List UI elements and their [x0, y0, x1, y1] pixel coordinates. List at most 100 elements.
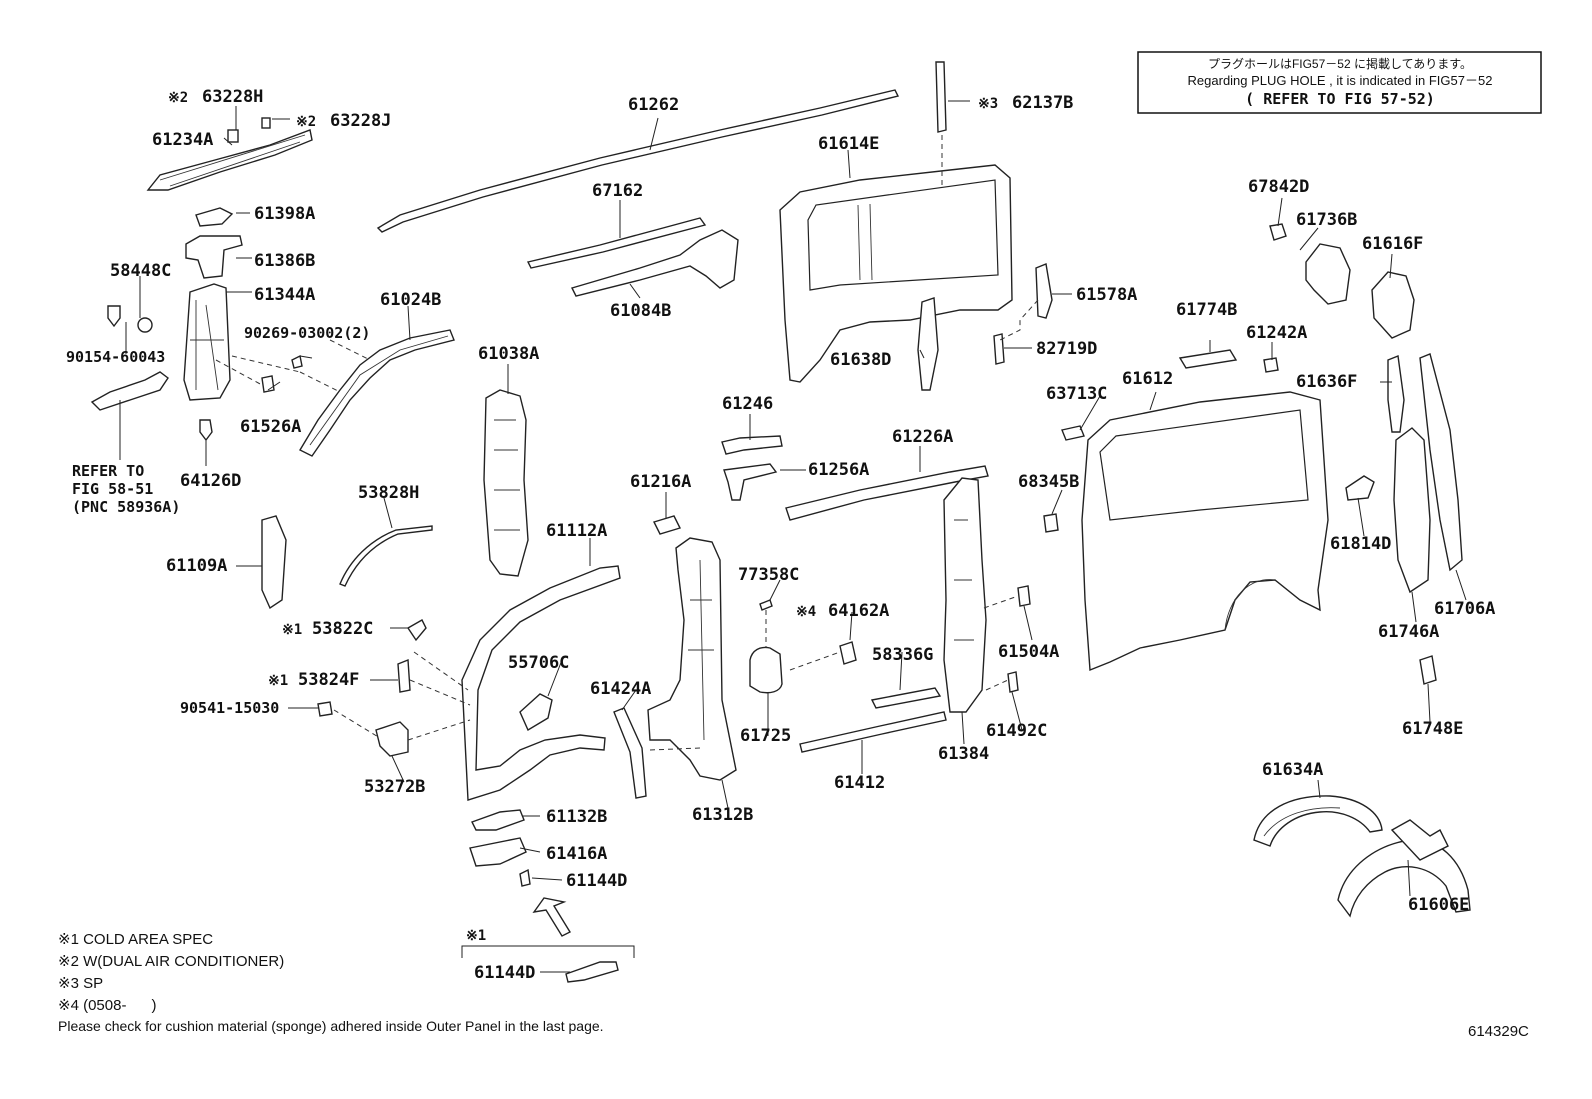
label-61638D: 61638D	[830, 350, 891, 370]
refer-note-line3: (PNC 58936A)	[72, 498, 180, 516]
part-61144D-1-drawing	[519, 868, 531, 887]
part-61412-drawing	[799, 711, 947, 753]
label-61226A: 61226A	[892, 427, 953, 447]
reference-box-refer: ( REFER TO FIG 57-52)	[1245, 90, 1435, 108]
part-58336G-drawing	[870, 687, 942, 709]
part-61234A-drawing	[146, 117, 313, 191]
part-67842D-drawing	[1269, 223, 1287, 241]
part-61226A-drawing	[785, 465, 989, 521]
label-61748E: 61748E	[1402, 719, 1463, 739]
label-64162A: 64162A	[828, 601, 889, 621]
label-55706C: 55706C	[508, 653, 569, 673]
label-61384: 61384	[938, 744, 989, 764]
reference-box-en: Regarding PLUG HOLE , it is indicated in…	[1188, 73, 1493, 88]
part-82719D-drawing	[993, 333, 1005, 365]
mark-1a: ※1	[282, 622, 302, 638]
part-61725-drawing	[749, 646, 783, 694]
part-53272B-drawing	[375, 721, 409, 757]
part-53824F-drawing	[397, 658, 411, 693]
label-61112A: 61112A	[546, 521, 607, 541]
part-58448C-drawing	[137, 317, 153, 333]
label-61084B: 61084B	[610, 301, 671, 321]
label-61038A: 61038A	[478, 344, 539, 364]
legend-sponge-note: Please check for cushion material (spong…	[58, 1018, 604, 1034]
label-61109A: 61109A	[166, 556, 227, 576]
label-90541: 90541-15030	[180, 699, 279, 717]
leader-lines	[125, 100, 1467, 973]
part-53822C-drawing	[407, 619, 427, 642]
part-64126D-drawing	[199, 419, 213, 442]
part-90541-drawing	[317, 701, 333, 717]
label-61504A: 61504A	[998, 642, 1059, 662]
label-63228J: 63228J	[330, 111, 391, 131]
part-61084B-drawing	[570, 229, 739, 297]
part-61736B-drawing	[1305, 243, 1351, 305]
part-67162-drawing	[526, 217, 707, 269]
part-61814D-drawing	[1345, 475, 1375, 501]
label-61578A: 61578A	[1076, 285, 1137, 305]
label-53828H: 53828H	[358, 483, 419, 503]
label-68345B: 68345B	[1018, 472, 1079, 492]
part-63713C-drawing	[1061, 425, 1085, 441]
part-61144D-2-drawing	[565, 961, 619, 983]
part-61634A-drawing	[1253, 795, 1383, 847]
label-61144D-1: 61144D	[566, 871, 627, 891]
label-61526A: 61526A	[240, 417, 301, 437]
part-61242A-drawing	[1263, 357, 1279, 373]
label-53822C: 53822C	[312, 619, 373, 639]
label-63228H: 63228H	[202, 87, 263, 107]
part-61638D-drawing	[917, 297, 939, 391]
legend-sp: ※3 SP	[58, 975, 103, 992]
label-64126D: 64126D	[180, 471, 241, 491]
legend: ※1 COLD AREA SPEC ※2 W(DUAL AIR CONDITIO…	[58, 931, 604, 1034]
part-61112A-drawing	[461, 565, 621, 801]
part-77358C-drawing	[759, 599, 773, 611]
label-61246: 61246	[722, 394, 773, 414]
label-61706A: 61706A	[1434, 599, 1495, 619]
part-61748E-drawing	[1419, 655, 1437, 685]
refer-note-line2: FIG 58-51	[72, 480, 153, 498]
label-61398A: 61398A	[254, 204, 315, 224]
label-63713C: 63713C	[1046, 384, 1107, 404]
part-61416A-drawing	[469, 837, 527, 867]
label-90154: 90154-60043	[66, 348, 165, 366]
part-61636F-drawing	[1387, 355, 1405, 433]
arrow-drawing	[532, 897, 571, 937]
label-61634A: 61634A	[1262, 760, 1323, 780]
label-61132B: 61132B	[546, 807, 607, 827]
part-61578A-drawing	[1035, 263, 1053, 319]
part-61612-drawing	[1081, 391, 1329, 672]
part-61216A-drawing	[653, 515, 681, 535]
label-67162: 67162	[592, 181, 643, 201]
label-53824F: 53824F	[298, 670, 359, 690]
label-61725: 61725	[740, 726, 791, 746]
label-61746A: 61746A	[1378, 622, 1439, 642]
reference-box: プラグホールはFIG57－52 に掲載してあります。 Regarding PLU…	[1137, 51, 1542, 114]
part-55706C-drawing	[519, 693, 553, 732]
label-61386B: 61386B	[254, 251, 315, 271]
mark-2b: ※2	[296, 114, 316, 130]
part-61424A-drawing	[613, 707, 647, 799]
part-58936A-drawing	[90, 371, 169, 411]
label-61616F: 61616F	[1362, 234, 1423, 254]
label-67842D: 67842D	[1248, 177, 1309, 197]
label-61814D: 61814D	[1330, 534, 1391, 554]
part-61746A-drawing	[1393, 427, 1431, 594]
part-61344A-drawing	[183, 283, 231, 401]
cold-area-bracket	[461, 945, 635, 958]
part-61492C-drawing	[1007, 671, 1019, 693]
part-61606E-drawing	[1337, 819, 1471, 918]
label-77358C: 77358C	[738, 565, 799, 585]
label-61636F: 61636F	[1296, 372, 1357, 392]
label-61262: 61262	[628, 95, 679, 115]
label-61412: 61412	[834, 773, 885, 793]
label-62137B: 62137B	[1012, 93, 1073, 113]
mark-1c: ※1	[466, 928, 486, 944]
label-61416A: 61416A	[546, 844, 607, 864]
figure-code: 614329C	[1468, 1023, 1529, 1040]
part-61109A-drawing	[261, 515, 287, 610]
part-53828H-drawing	[339, 525, 433, 587]
label-82719D: 82719D	[1036, 339, 1097, 359]
label-53272B: 53272B	[364, 777, 425, 797]
